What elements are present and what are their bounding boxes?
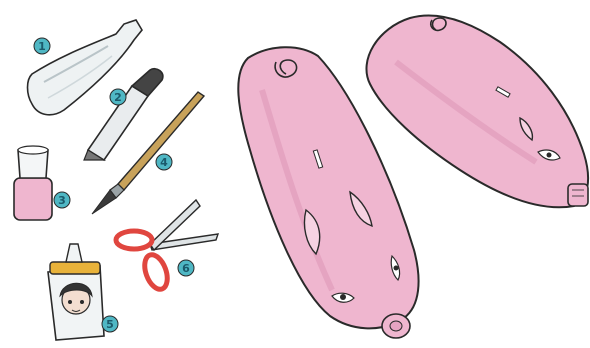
step-badge-2: 2 bbox=[110, 89, 126, 105]
step-badge-5: 5 bbox=[102, 316, 118, 332]
step-number-5: 5 bbox=[106, 318, 114, 331]
pink-paint-icon bbox=[14, 146, 52, 220]
step-number-1: 1 bbox=[38, 40, 46, 53]
step-number-6: 6 bbox=[182, 262, 190, 275]
step-badge-1: 1 bbox=[34, 38, 50, 54]
pig-snout-cap bbox=[568, 184, 588, 206]
step-number-3: 3 bbox=[58, 194, 66, 207]
step-number-2: 2 bbox=[114, 91, 122, 104]
step-badge-3: 3 bbox=[54, 192, 70, 208]
bottle-pig-side-view bbox=[366, 15, 588, 207]
step-number-4: 4 bbox=[160, 156, 168, 169]
pig-snout-cap bbox=[382, 314, 410, 338]
scissors-icon bbox=[116, 200, 218, 292]
step-badge-4: 4 bbox=[156, 154, 172, 170]
glue-tube-icon bbox=[48, 244, 104, 340]
step-badge-6: 6 bbox=[178, 260, 194, 276]
